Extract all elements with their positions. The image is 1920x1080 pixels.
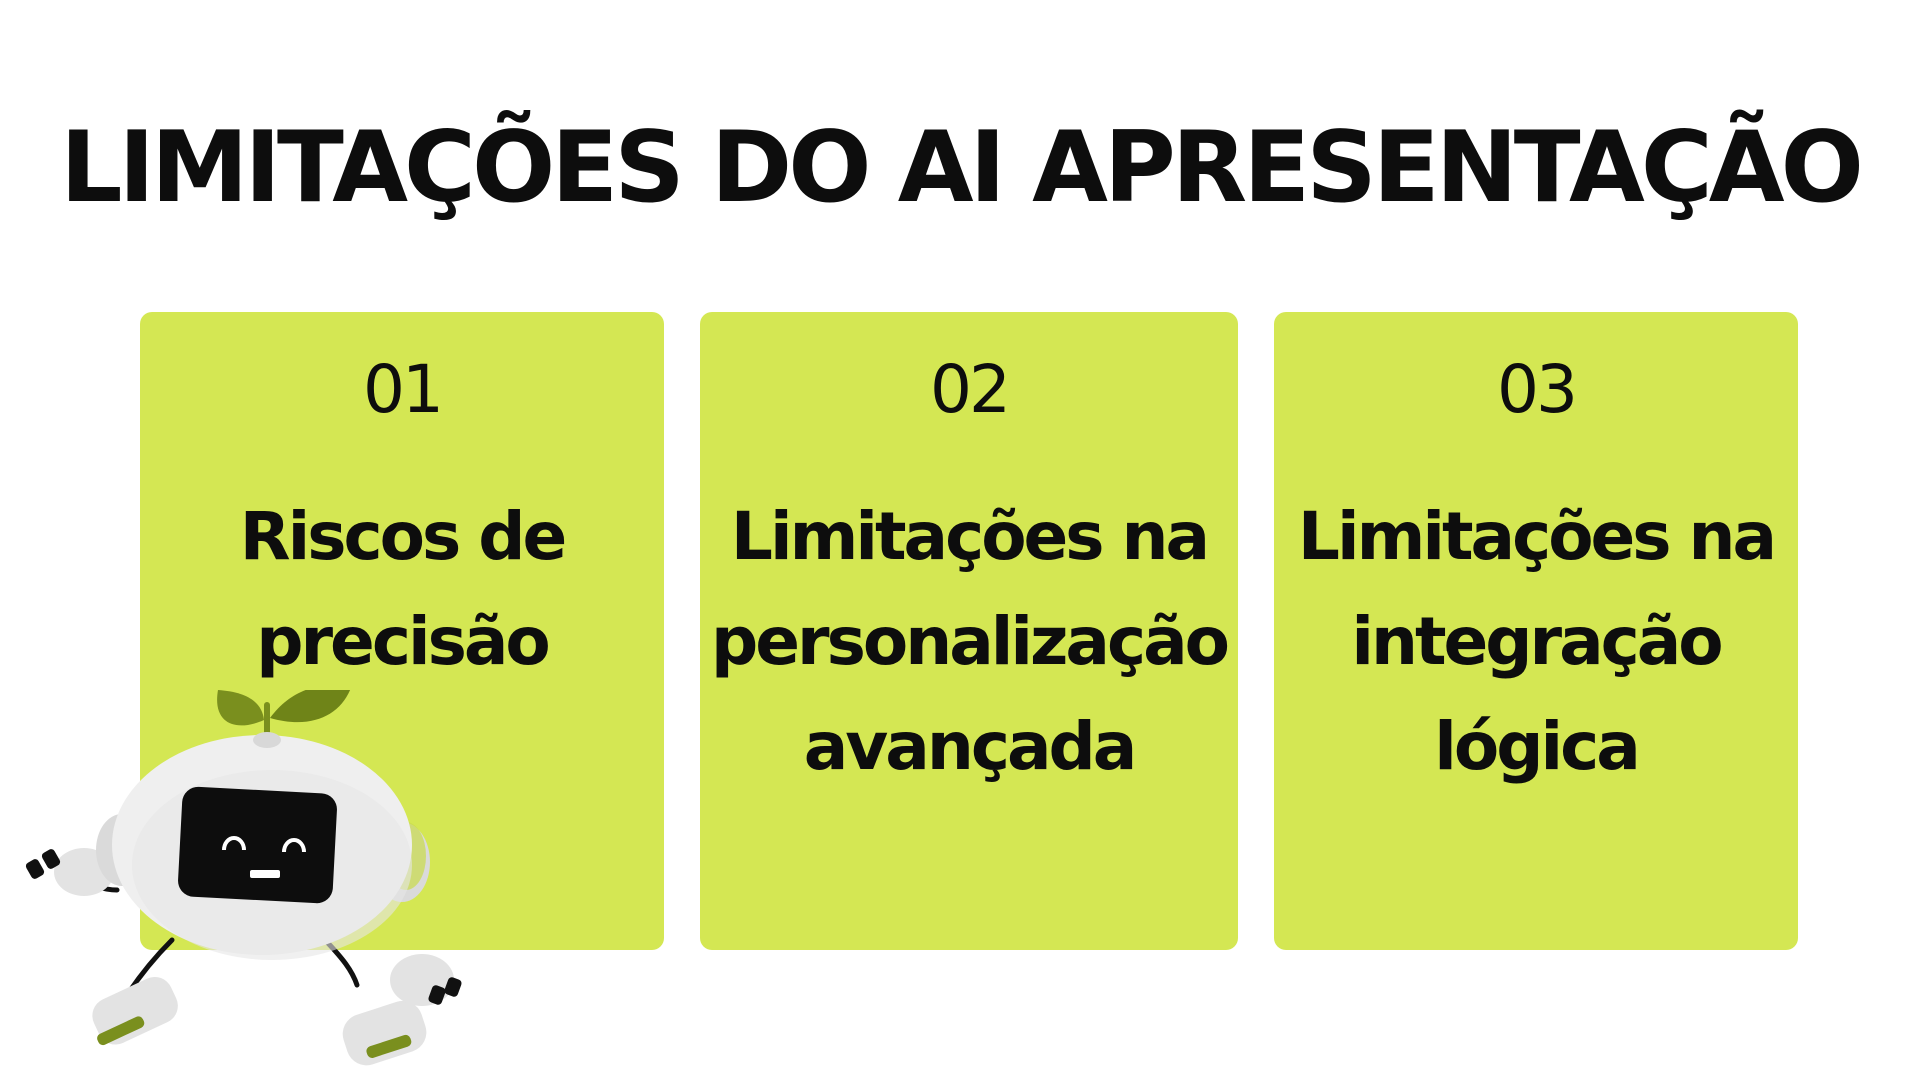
card-text: Limitações na personalização avançada: [711, 498, 1230, 785]
card-number: 02: [930, 351, 1011, 428]
robot-mascot-icon: [25, 690, 462, 1066]
card-text: Limitações na integração lógica: [1297, 498, 1777, 785]
card-number: 01: [363, 351, 444, 428]
card-number: 03: [1497, 351, 1578, 428]
card-3: 03 Limitações na integração lógica: [1274, 312, 1798, 950]
card-2: 02 Limitações na personalização avançada: [700, 312, 1238, 950]
slide-title: LIMITAÇÕES DO AI APRESENTAÇÃO: [60, 111, 1864, 225]
card-text: Riscos de precisão: [239, 498, 567, 680]
